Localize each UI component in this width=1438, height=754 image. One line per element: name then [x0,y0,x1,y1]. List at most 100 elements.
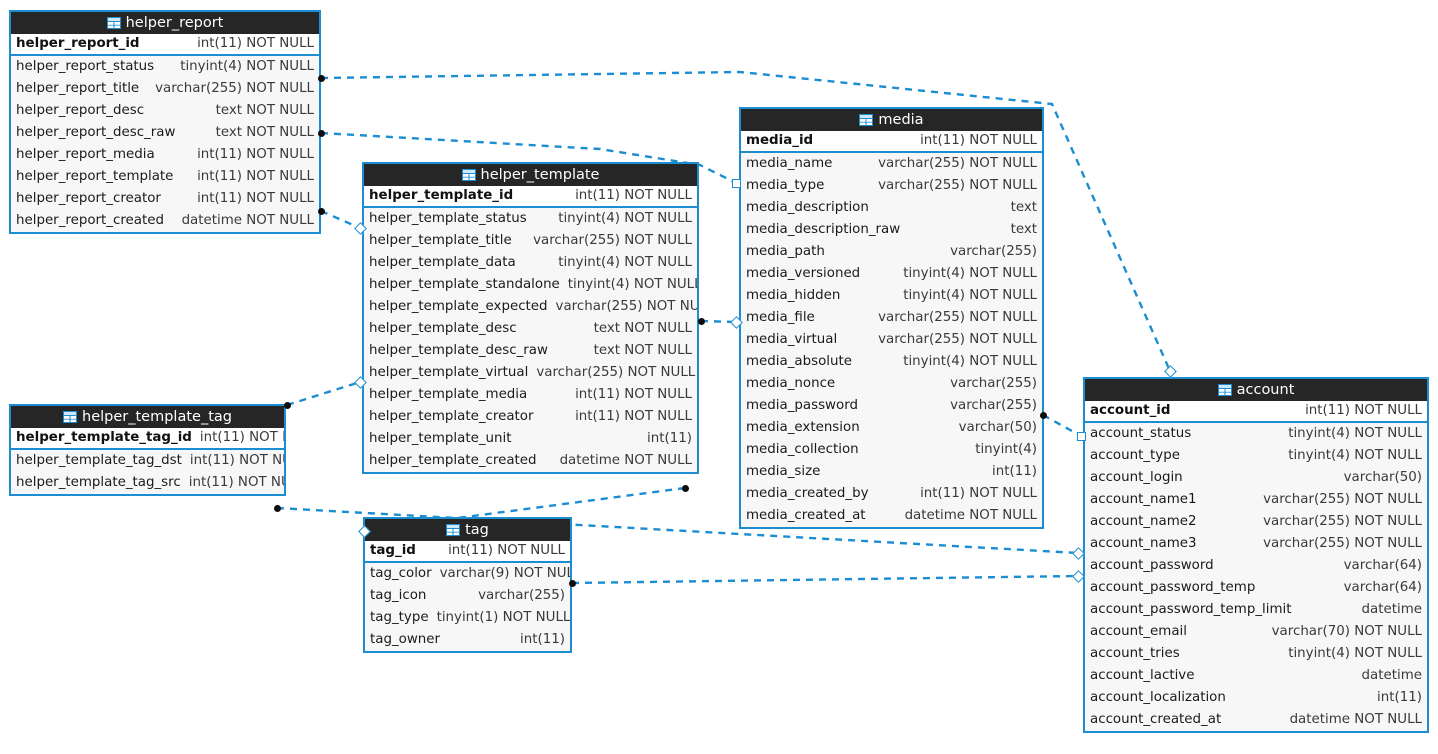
column-type: int(11) NOT NULL [197,36,314,51]
column-type: int(11) NOT NULL [1305,403,1422,418]
column-type: varchar(255) NOT NULL [1263,514,1422,529]
column-row[interactable]: helper_template_media int(11) NOT NULL [364,384,697,406]
column-type: text NOT NULL [593,321,692,336]
relationship-line-rel-media-account [1042,413,1082,438]
column-name: media_collection [746,442,859,457]
column-name: account_status [1090,426,1192,441]
table-icon [461,167,481,183]
column-type: varchar(255) [478,588,565,603]
column-name: account_login [1090,470,1183,485]
column-name: media_name [746,156,833,171]
column-name: media_type [746,178,825,193]
column-name: account_created_at [1090,712,1222,727]
column-type: tinyint(1) NOT NULL [436,610,571,625]
entity-header-tag: tag [365,519,570,541]
column-type: tinyint(4) NOT NULL [567,277,699,292]
table-icon [106,15,126,31]
column-name: account_password_temp [1090,580,1256,595]
column-name: helper_template_title [369,233,512,248]
column-name: helper_template_media [369,387,528,402]
column-type: varchar(255) [950,376,1037,391]
column-type: varchar(255) NOT NULL [1263,492,1422,507]
column-name: media_virtual [746,332,838,347]
column-type: varchar(255) NOT NULL [878,332,1037,347]
column-row[interactable]: media_virtual varchar(255) NOT NULL [741,329,1042,351]
source-marker-dot-icon [283,401,291,409]
column-type: int(11) NOT NULL [575,387,692,402]
source-marker-dot-icon [1039,411,1047,419]
column-name: account_lactive [1090,668,1195,683]
column-type: varchar(255) NOT NULL [155,81,314,96]
